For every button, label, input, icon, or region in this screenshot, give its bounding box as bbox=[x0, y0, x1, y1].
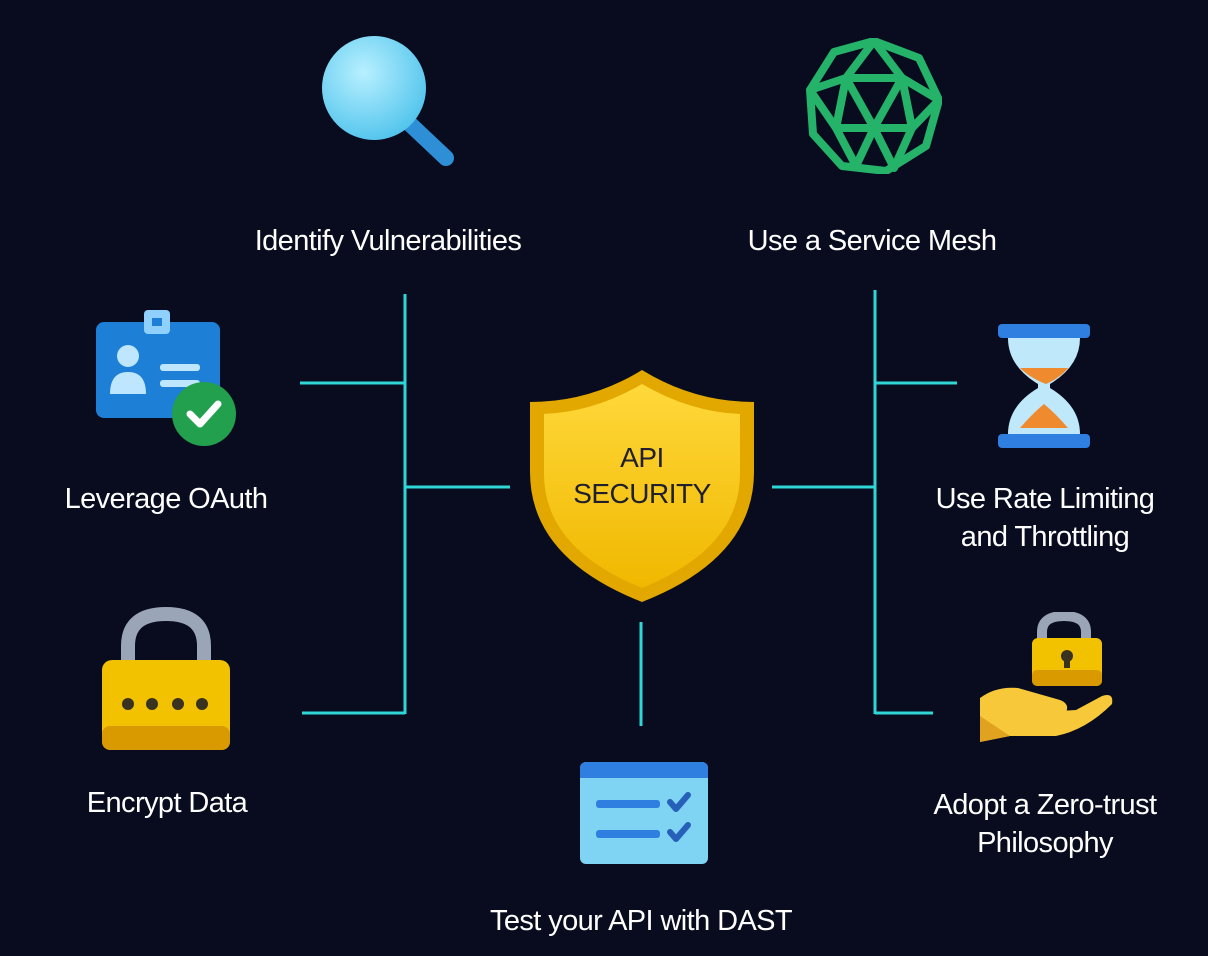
padlock-icon bbox=[102, 606, 230, 750]
id-card-check-icon bbox=[96, 310, 236, 446]
shield-label-line-2: SECURITY bbox=[573, 478, 711, 509]
shield-label: API SECURITY bbox=[530, 440, 754, 512]
magnifier-icon bbox=[322, 36, 454, 166]
label-rate-limiting: Use Rate Limiting and Throttling bbox=[935, 483, 1155, 553]
label-encrypt-data: Encrypt Data bbox=[86, 787, 248, 819]
label-identify-vulnerabilities: Identify Vulnerabilities bbox=[254, 225, 522, 257]
shield-label-line-1: API bbox=[620, 442, 664, 473]
hand-lock-icon bbox=[980, 612, 1113, 742]
service-mesh-icon bbox=[806, 38, 942, 174]
label-leverage-oauth: Leverage OAuth bbox=[64, 483, 268, 515]
label-service-mesh: Use a Service Mesh bbox=[747, 225, 997, 257]
shield-icon bbox=[530, 370, 754, 602]
checklist-window-icon bbox=[580, 762, 708, 864]
label-zero-trust: Adopt a Zero-trust Philosophy bbox=[933, 789, 1158, 859]
hourglass-icon bbox=[998, 324, 1090, 448]
label-test-dast: Test your API with DAST bbox=[489, 905, 793, 937]
